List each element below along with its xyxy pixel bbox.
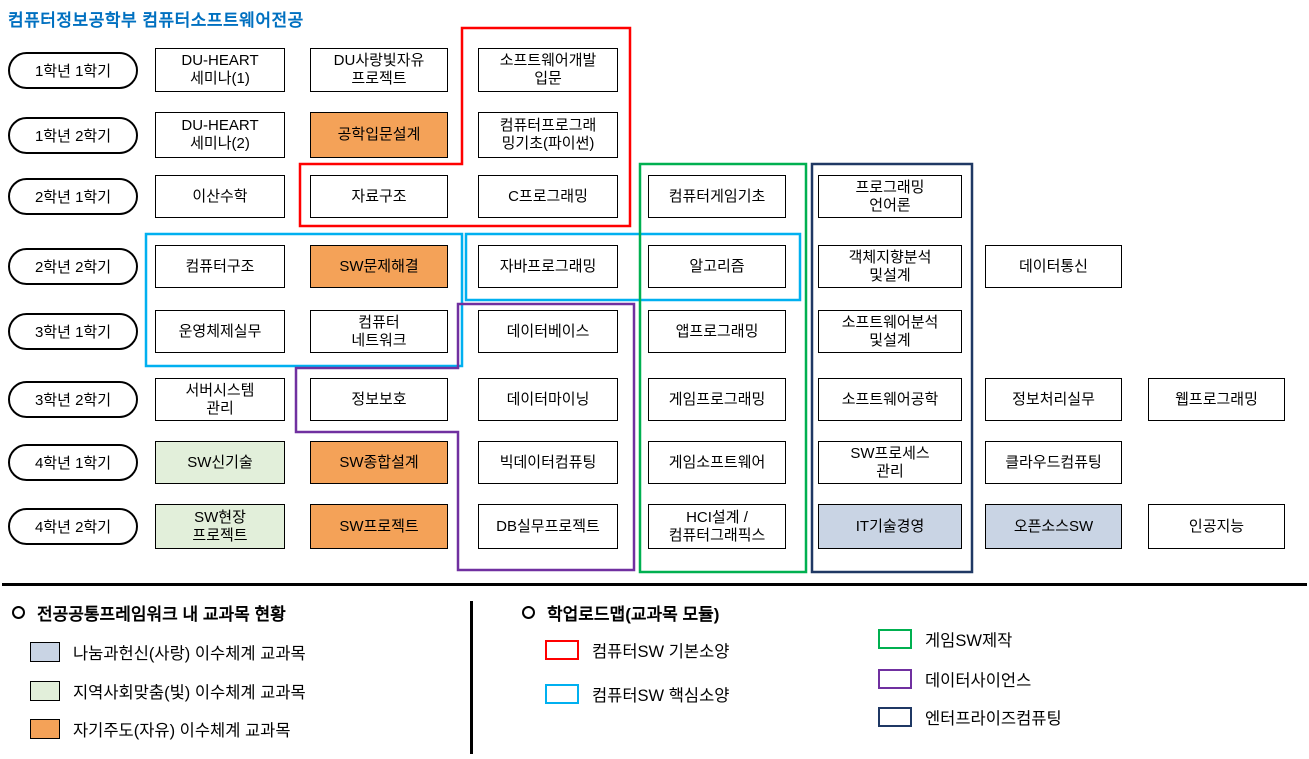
course-box: 정보보호 [310,378,448,421]
course-box: 컴퓨터 네트워크 [310,310,448,353]
course-box: DU-HEART 세미나(1) [155,48,285,92]
course-box: SW종합설계 [310,441,448,484]
legend-track-item: 나눔과헌신(사랑) 이수체계 교과목 [30,640,306,664]
course-box: 이산수학 [155,175,285,218]
legend-swatch-module-game [878,629,912,649]
legend-track-item: 자기주도(자유) 이수체계 교과목 [30,717,291,741]
legend-left-title: 전공공통프레임워크 내 교과목 현황 [12,600,286,625]
course-box: IT기술경영 [818,504,962,549]
course-box: 앱프로그래밍 [648,310,786,353]
bullet-circle-icon [522,606,535,619]
legend-swatch-module-basic [545,640,579,660]
legend-swatch-module-core [545,684,579,704]
course-box: SW프로세스 관리 [818,441,962,484]
legend-right-title: 학업로드맵(교과목 모듈) [522,600,719,625]
course-box: 게임프로그래밍 [648,378,786,421]
semester-pill: 2학년 2학기 [8,248,138,285]
legend-module-label: 게임SW제작 [925,632,1013,650]
course-box: 컴퓨터구조 [155,245,285,288]
course-box: 빅데이터컴퓨팅 [478,441,618,484]
course-box: 자료구조 [310,175,448,218]
legend-right-title-text: 학업로드맵(교과목 모듈) [547,605,720,624]
legend-module-label: 엔터프라이즈컴퓨팅 [925,710,1062,728]
course-box: 클라우드컴퓨팅 [985,441,1122,484]
semester-pill: 2학년 1학기 [8,178,138,215]
legend-divider-vertical [470,601,473,754]
course-box: 프로그래밍 언어론 [818,175,962,218]
course-box: 정보처리실무 [985,378,1122,421]
course-box: 공학입문설계 [310,112,448,158]
legend-track-label: 나눔과헌신(사랑) 이수체계 교과목 [73,645,306,663]
legend-module-item: 컴퓨터SW 기본소양 [545,638,729,662]
course-box: SW신기술 [155,441,285,484]
course-box: DB실무프로젝트 [478,504,618,549]
legend-track-label: 지역사회맞춤(빛) 이수체계 교과목 [73,684,306,702]
course-box: 자바프로그래밍 [478,245,618,288]
legend-swatch-lightblue [30,642,60,662]
course-box: 인공지능 [1148,504,1285,549]
legend-swatch-lightgreen [30,681,60,701]
legend-divider-horizontal [2,583,1307,586]
legend-module-item: 게임SW제작 [878,627,1012,651]
course-box: 운영체제실무 [155,310,285,353]
page-title: 컴퓨터정보공학부 컴퓨터소프트웨어전공 [8,11,304,30]
legend-module-item: 컴퓨터SW 핵심소양 [545,682,729,706]
course-box: 소프트웨어개발 입문 [478,48,618,92]
course-box: 오픈소스SW [985,504,1122,549]
course-box: 소프트웨어공학 [818,378,962,421]
bullet-circle-icon [12,606,25,619]
course-box: 객체지향분석 및설계 [818,245,962,288]
semester-pill: 1학년 2학기 [8,117,138,154]
course-box: 데이터베이스 [478,310,618,353]
course-box: 데이터마이닝 [478,378,618,421]
course-box: 소프트웨어분석 및설계 [818,310,962,353]
course-box: SW현장 프로젝트 [155,504,285,549]
legend-track-item: 지역사회맞춤(빛) 이수체계 교과목 [30,679,306,703]
course-box: DU사랑빛자유 프로젝트 [310,48,448,92]
semester-pill: 3학년 1학기 [8,313,138,350]
course-box: 알고리즘 [648,245,786,288]
course-box: DU-HEART 세미나(2) [155,112,285,158]
legend-track-label: 자기주도(자유) 이수체계 교과목 [73,722,291,740]
course-box: 컴퓨터게임기초 [648,175,786,218]
course-box: HCI설계 / 컴퓨터그래픽스 [648,504,786,549]
course-box: 컴퓨터프로그래 밍기초(파이썬) [478,112,618,158]
course-box: 데이터통신 [985,245,1122,288]
semester-pill: 1학년 1학기 [8,52,138,89]
course-box: 서버시스템 관리 [155,378,285,421]
course-box: C프로그래밍 [478,175,618,218]
curriculum-grid: 1학년 1학기 DU-HEART 세미나(1) DU사랑빛자유 프로젝트 소프트웨어개… [8,48,1285,549]
legend-swatch-orange [30,719,60,739]
course-box: SW문제해결 [310,245,448,288]
semester-pill: 4학년 1학기 [8,444,138,481]
legend-swatch-module-enterprise [878,707,912,727]
course-box: SW프로젝트 [310,504,448,549]
legend-swatch-module-datascience [878,669,912,689]
legend-left-title-text: 전공공통프레임워크 내 교과목 현황 [37,605,286,624]
course-box: 게임소프트웨어 [648,441,786,484]
semester-pill: 4학년 2학기 [8,508,138,545]
semester-pill: 3학년 2학기 [8,381,138,418]
legend-module-label: 컴퓨터SW 핵심소양 [592,687,730,705]
legend-module-item: 데이터사이언스 [878,667,1031,691]
legend-module-label: 데이터사이언스 [925,672,1032,690]
legend-module-label: 컴퓨터SW 기본소양 [592,643,730,661]
course-box: 웹프로그래밍 [1148,378,1285,421]
legend-module-item: 엔터프라이즈컴퓨팅 [878,705,1062,729]
